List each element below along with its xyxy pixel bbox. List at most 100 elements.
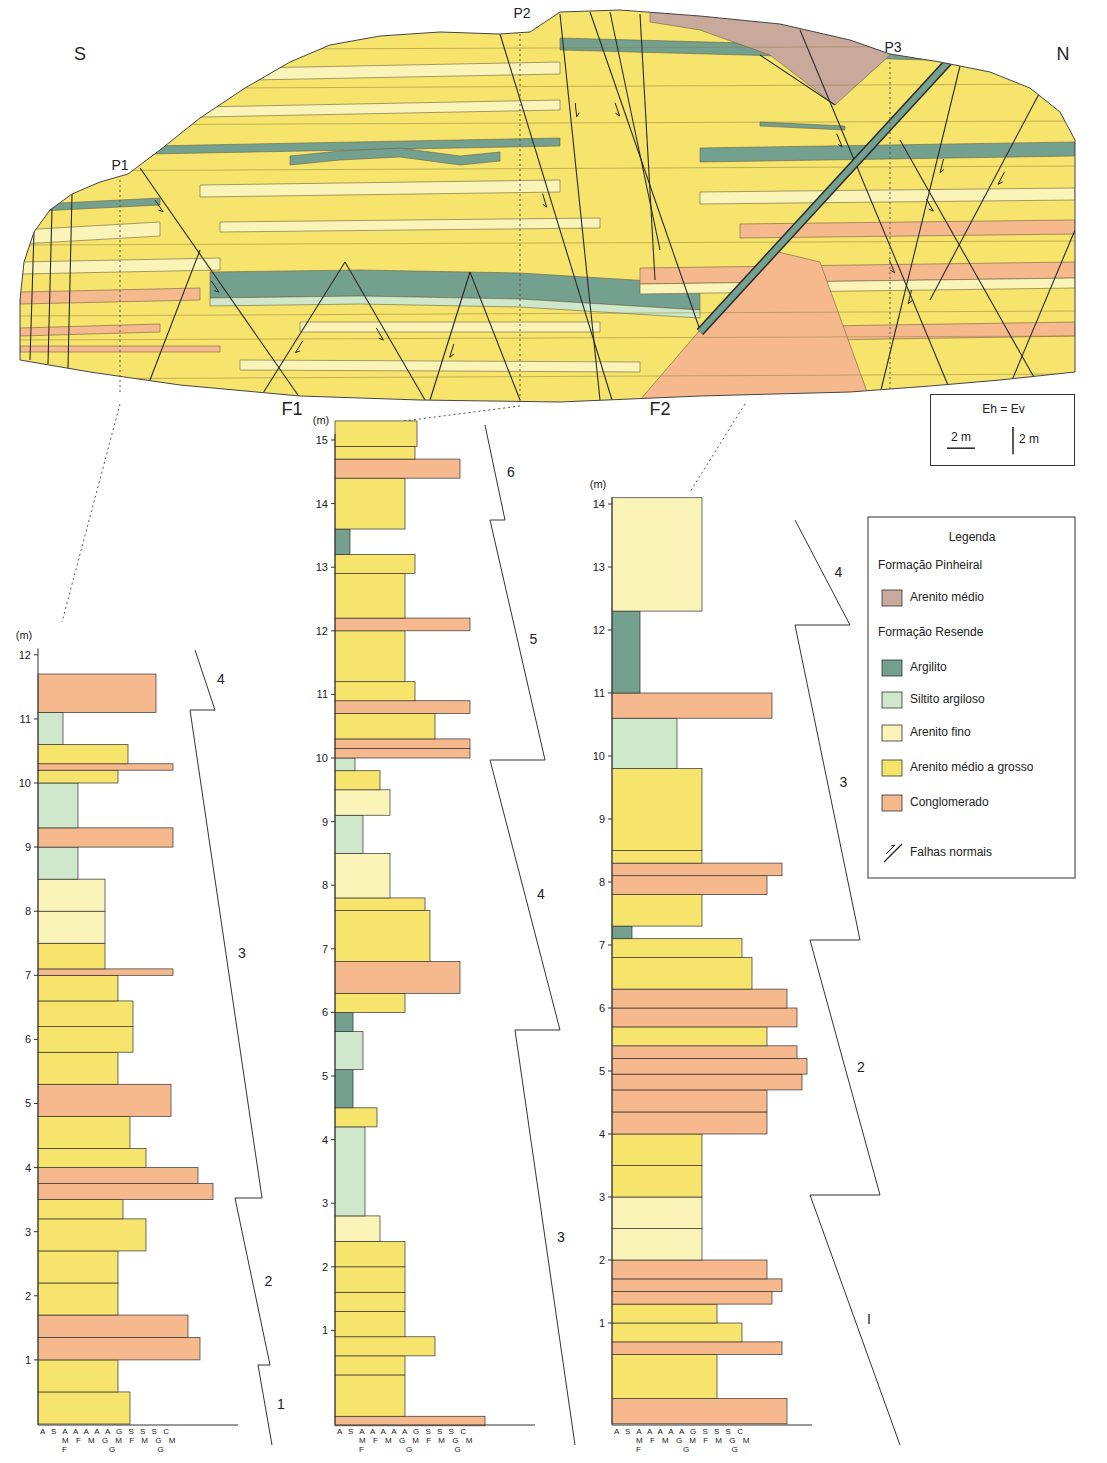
bed-bar — [335, 993, 405, 1012]
depth-tick-label: 8 — [25, 905, 31, 917]
axis-tick — [331, 1203, 335, 1204]
slip-arrow — [940, 159, 944, 173]
depth-tick-label: 1 — [599, 1317, 605, 1329]
axis-tick — [331, 821, 335, 822]
depth-tick-label: 5 — [599, 1065, 605, 1077]
bed-bar — [38, 911, 105, 943]
legend-swatch — [882, 692, 902, 708]
bed-bar — [38, 1283, 118, 1315]
bed-bar — [612, 1112, 767, 1134]
rock-layer — [20, 288, 200, 304]
rock-layer — [700, 142, 1075, 162]
depth-tick-label: 7 — [25, 969, 31, 981]
legend-heading: Formação Pinheiral — [878, 559, 982, 572]
depth-tick-label: 9 — [25, 841, 31, 853]
scale-length: 2 m — [951, 431, 971, 444]
depth-tick-label: 11 — [594, 687, 605, 699]
bed-bar — [335, 529, 350, 554]
depth-tick-label: 1 — [25, 1354, 31, 1366]
depth-tick-label: 13 — [316, 561, 328, 573]
depth-tick-label: 12 — [593, 624, 605, 636]
rock-layer — [300, 322, 600, 332]
fault-zone — [700, 60, 950, 332]
axis-tick — [608, 630, 612, 631]
axis-tick — [34, 911, 38, 912]
section-marks — [62, 34, 1005, 622]
bed-bar — [612, 1058, 807, 1074]
depth-tick-label: 10 — [593, 750, 605, 762]
bed-bar — [335, 1292, 405, 1311]
depth-tick-label: 5 — [25, 1097, 31, 1109]
axis-tick — [608, 1071, 612, 1072]
depth-tick-label: 7 — [599, 939, 605, 951]
legend-label: Arenito médio — [910, 591, 984, 604]
sequence-line — [190, 710, 262, 1198]
bed-bar — [335, 478, 405, 529]
depth-tick-label: 9 — [599, 813, 605, 825]
depth-tick-label: 4 — [25, 1162, 31, 1174]
bed-bar — [38, 764, 173, 770]
axis-tick — [608, 945, 612, 946]
orientation-label: S — [74, 45, 86, 65]
fault-line — [900, 140, 1040, 388]
rock-layer — [200, 180, 560, 197]
bedding-line — [20, 374, 1075, 379]
bed-bar — [335, 1031, 363, 1069]
axis-tick — [34, 1359, 38, 1360]
bed-bar — [612, 1134, 702, 1166]
column-axis — [335, 434, 535, 1425]
axis-unit: (m) — [16, 629, 33, 641]
sequence-number: I — [867, 1312, 871, 1327]
bed-bar — [38, 745, 128, 764]
scale-box: Eh = Ev2 m2 m — [930, 394, 1075, 466]
bed-bar — [612, 611, 640, 693]
depth-tick-label: 4 — [322, 1134, 328, 1146]
bed-bar — [335, 758, 355, 771]
sequence-line — [515, 1030, 560, 1031]
scale-ratio: Eh = Ev — [982, 403, 1024, 416]
bedding-line — [20, 121, 1075, 125]
depth-tick-label: 6 — [599, 1002, 605, 1014]
legend-label: Argilito — [910, 661, 947, 674]
fault-line — [150, 250, 200, 380]
fault-line — [140, 168, 300, 398]
axis-tick — [34, 1103, 38, 1104]
legend — [868, 517, 1075, 878]
depth-tick-label: 8 — [599, 876, 605, 888]
rock-layer — [20, 222, 160, 244]
sequence-number: 6 — [507, 465, 515, 480]
slip-arrow — [615, 103, 620, 116]
bed-bar — [335, 853, 390, 898]
depth-tick-label: 2 — [322, 1261, 328, 1273]
fault-line — [610, 12, 660, 250]
bed-bar — [38, 969, 173, 975]
bed-bar — [612, 693, 772, 718]
sequence-line — [795, 520, 850, 625]
bedding-line — [20, 46, 1075, 50]
sequence-number: 4 — [537, 887, 545, 902]
fault-line — [930, 92, 1040, 300]
sequence-line — [810, 1195, 880, 1196]
bed-bar — [612, 1008, 797, 1027]
axis-tick — [34, 847, 38, 848]
axis-tick — [34, 1167, 38, 1168]
bed-bar — [335, 713, 435, 738]
sequence-line — [810, 940, 880, 1195]
fault-sample — [884, 844, 902, 862]
fault-line — [880, 66, 960, 394]
rock-layer — [700, 188, 1075, 204]
fault-label: F1 — [281, 400, 302, 420]
depth-tick-label: 10 — [316, 752, 328, 764]
fault-line — [30, 232, 34, 360]
fault-zone — [700, 60, 950, 332]
bed-bar — [612, 939, 742, 958]
rock-body — [650, 0, 900, 105]
correlation-leader — [62, 404, 120, 622]
sequence-line — [235, 1198, 262, 1199]
bedding-line — [20, 336, 1075, 340]
bed-bar — [335, 739, 470, 749]
depth-tick-label: 2 — [25, 1290, 31, 1302]
slip-arrow — [211, 281, 219, 292]
axis-tick — [34, 1231, 38, 1232]
bed-bar — [612, 895, 702, 927]
